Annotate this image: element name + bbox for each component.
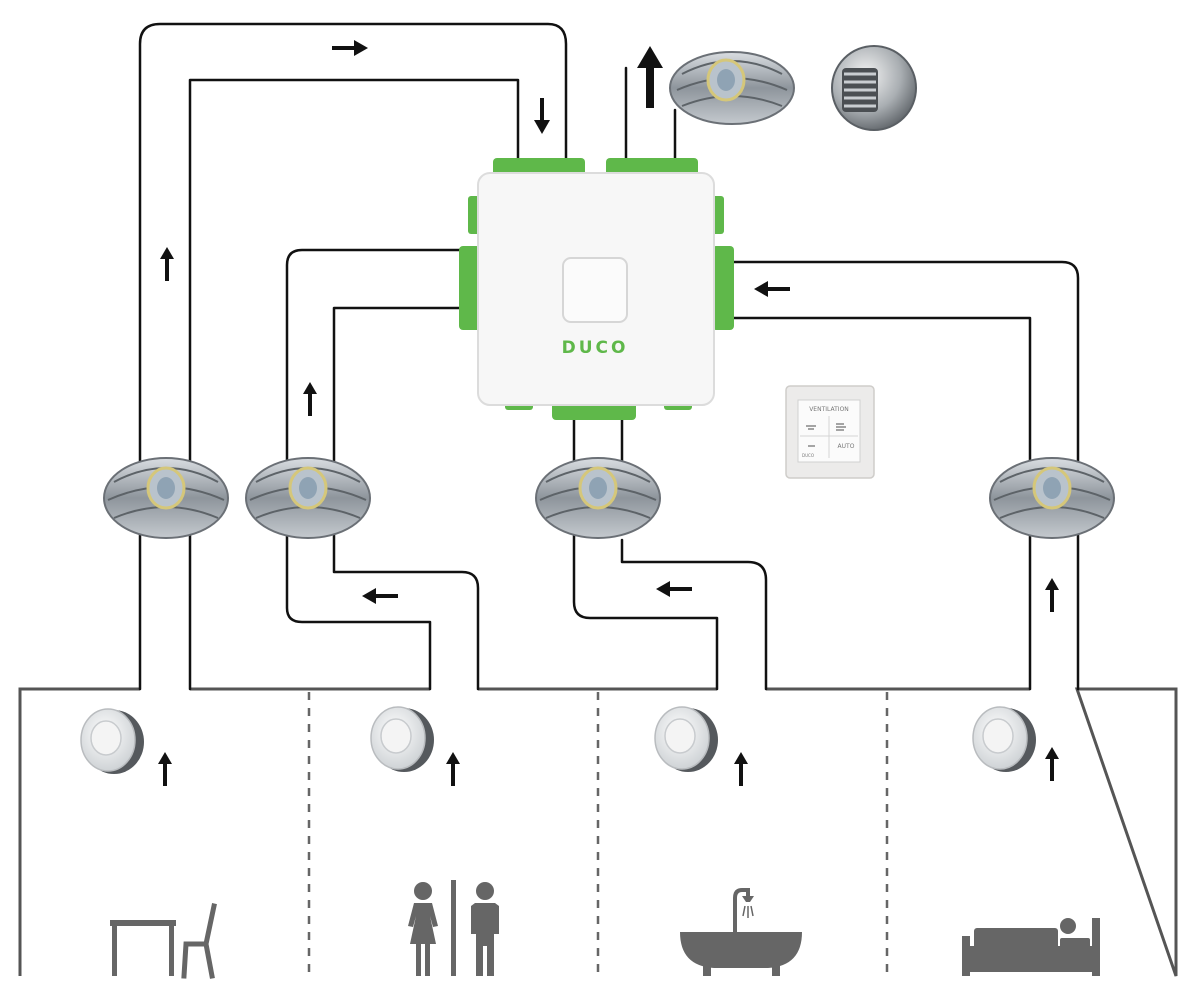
unit-brand-logo: DUCO [562,338,629,358]
connector-right [712,246,734,330]
ceiling-vent-icon [370,706,434,772]
ceiling-vent-icon [972,706,1036,772]
arrow-right-icon [332,40,368,56]
arrow-up-icon [1045,747,1059,781]
flex-ducts [103,51,1115,539]
arrow-up-icon [446,752,460,786]
flex-duct-icon [245,457,371,539]
duct-lines [138,22,1080,691]
ceiling-vent-icon [654,706,718,772]
arrow-up-icon [303,382,317,416]
control-panel-auto: AUTO [838,443,855,450]
arrow-up-icon [158,752,172,786]
arrow-up-icon [160,247,174,281]
arrow-up-icon [734,752,748,786]
flex-duct-icon [989,457,1115,539]
fan-low-icon [806,425,816,430]
control-panel-maker: DUCO [802,453,814,458]
flow-arrows [158,40,1059,786]
arrow-left-icon [754,281,790,297]
ceiling-vents [80,706,1036,774]
control-panel: VENTILATION AUTO DUCO [785,385,875,479]
arrow-down-icon [534,98,550,134]
room-outline [18,687,1178,977]
bathtub-shower-icon [680,888,802,976]
bed-sleeper-icon [962,918,1100,976]
arrow-left-icon [656,581,692,597]
connector-left [459,246,481,330]
control-panel-title: VENTILATION [809,406,849,413]
flex-duct-icon [535,457,661,539]
flex-duct-icon [669,51,795,125]
flex-duct-icon [103,457,229,539]
toilet-people-icon [408,880,499,976]
unit-button [562,257,628,323]
arrow-left-icon [362,588,398,604]
ceiling-vent-icon [80,708,144,774]
fan-high-icon [836,423,846,431]
wall-vent-cap-icon [831,45,917,131]
table-chair-icon [110,903,217,979]
arrow-up-large-icon [637,46,663,108]
ventilation-unit: DUCO [459,158,734,420]
arrow-up-icon [1045,578,1059,612]
